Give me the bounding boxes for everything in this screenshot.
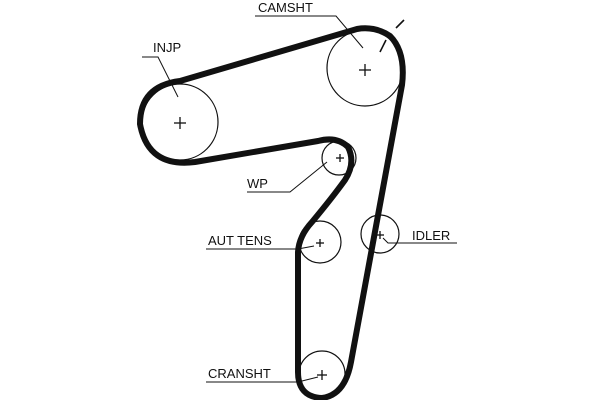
water-pump-label: WP <box>247 176 268 191</box>
injection-pump-label: INJP <box>153 40 181 55</box>
water-pump-leader-line <box>247 161 328 193</box>
camshaft-label: CAMSHT <box>258 0 313 15</box>
injection-pump-center-mark <box>174 117 186 129</box>
camshaft-timing-mark <box>379 39 387 53</box>
idler-label: IDLER <box>412 228 450 243</box>
auto-tensioner-center-mark <box>316 239 324 247</box>
auto-tensioner-leader-line <box>206 245 315 250</box>
idler-leader-line <box>382 237 457 244</box>
water-pump-center-mark <box>336 154 344 162</box>
timing-belt <box>137 25 406 400</box>
idler-center-mark <box>376 231 384 239</box>
belt-timing-mark <box>395 19 405 29</box>
auto-tensioner-label: AUT TENS <box>208 233 272 248</box>
camshaft-center-mark <box>359 64 371 76</box>
camshaft-leader-line <box>255 15 364 49</box>
crankshaft-center-mark <box>317 370 327 380</box>
injection-pump-leader-line <box>142 56 179 98</box>
crankshaft-leader-line <box>206 376 319 383</box>
crankshaft-label: CRANSHT <box>208 366 271 381</box>
